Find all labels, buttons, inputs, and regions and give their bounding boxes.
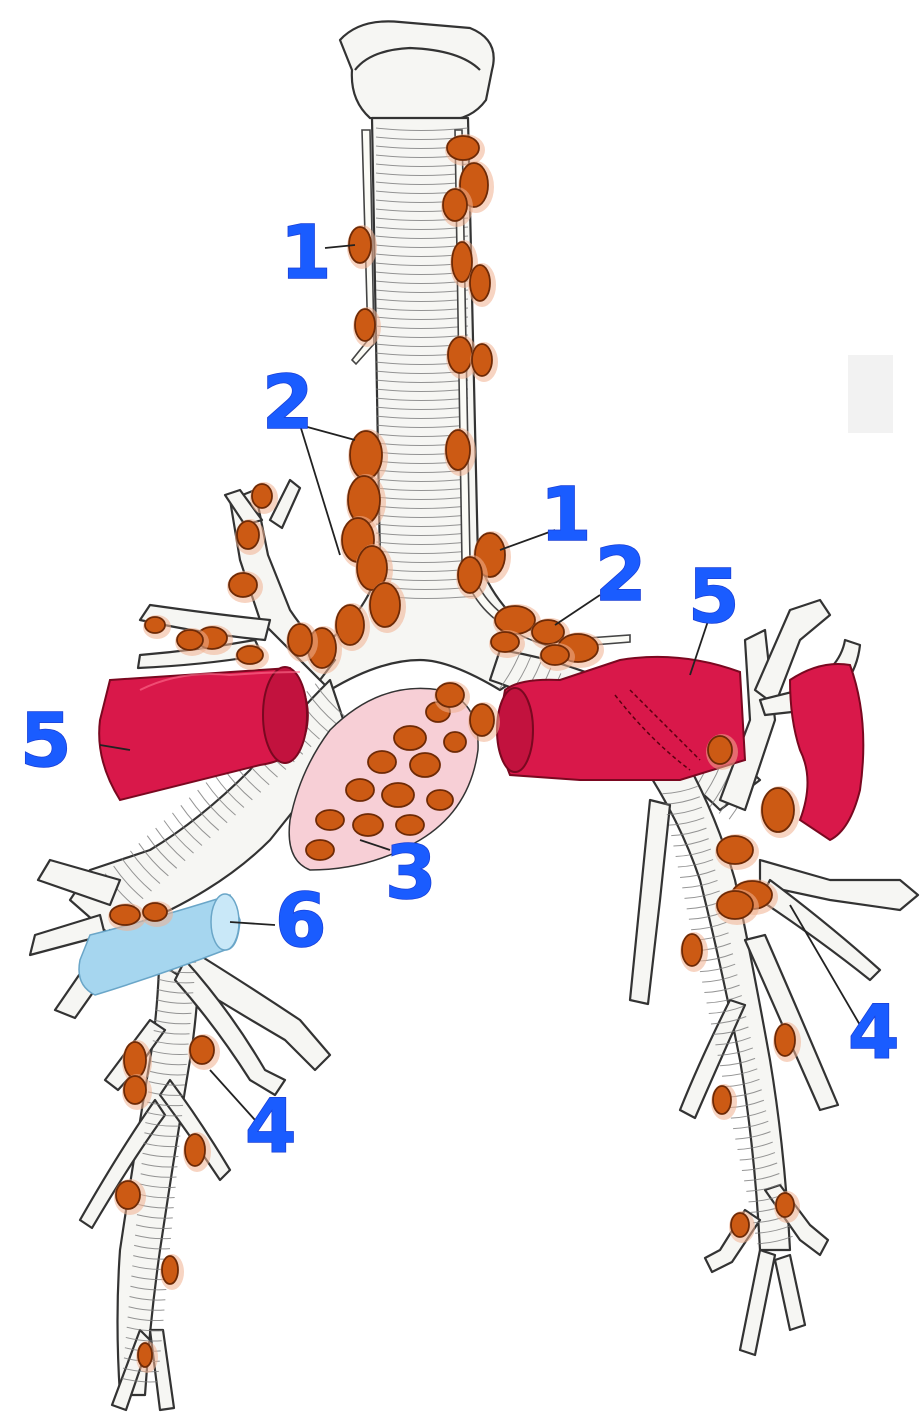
label-4-left: 4 bbox=[848, 990, 900, 1076]
lymph-node bbox=[762, 788, 794, 832]
label-6: 6 bbox=[275, 878, 327, 964]
lymph-node bbox=[185, 1134, 205, 1166]
lymph-node bbox=[541, 645, 569, 665]
lymph-node bbox=[350, 431, 382, 479]
lymph-node bbox=[446, 430, 470, 470]
lymph-node bbox=[731, 1213, 749, 1237]
lymph-node bbox=[713, 1086, 731, 1114]
lymph-node bbox=[448, 337, 472, 373]
label-1-right: 1 bbox=[280, 210, 332, 296]
lymph-node bbox=[162, 1256, 178, 1284]
label-2-right: 2 bbox=[262, 360, 314, 446]
label-3: 3 bbox=[385, 830, 437, 916]
lymph-node bbox=[470, 704, 494, 736]
lymph-node bbox=[470, 265, 490, 301]
lymph-node bbox=[237, 646, 263, 664]
lymph-node bbox=[145, 617, 165, 633]
lymph-node bbox=[110, 905, 140, 925]
subcarinal-lymph-node bbox=[353, 814, 383, 836]
subcarinal-lymph-node bbox=[427, 790, 453, 810]
lymph-node bbox=[472, 344, 492, 376]
lymph-node bbox=[336, 605, 364, 645]
label-1-left: 1 bbox=[540, 472, 592, 558]
lymph-node bbox=[452, 242, 472, 282]
lymph-node bbox=[491, 632, 519, 652]
label-2-left: 2 bbox=[595, 532, 647, 618]
lymph-node bbox=[443, 189, 467, 221]
lymph-node bbox=[447, 136, 479, 160]
lymph-node bbox=[116, 1181, 140, 1209]
lymph-node bbox=[177, 630, 203, 650]
subcarinal-lymph-node bbox=[444, 732, 466, 752]
lymph-node bbox=[717, 891, 753, 919]
lymph-node bbox=[237, 521, 259, 549]
subcarinal-lymph-node bbox=[382, 783, 414, 807]
lymph-node bbox=[229, 573, 257, 597]
trachea bbox=[300, 118, 560, 690]
subcarinal-lymph-node bbox=[368, 751, 396, 773]
scan-artifact bbox=[848, 355, 893, 433]
lymph-node bbox=[190, 1036, 214, 1064]
label-4-right: 4 bbox=[245, 1084, 297, 1170]
label-5-left: 5 bbox=[688, 554, 740, 640]
lymph-node bbox=[138, 1343, 152, 1367]
lymph-node bbox=[252, 484, 272, 508]
lymph-node bbox=[124, 1042, 146, 1078]
larynx-cartilage bbox=[340, 21, 494, 120]
subcarinal-lymph-node bbox=[394, 726, 426, 750]
lymph-node bbox=[288, 624, 312, 656]
lymph-node bbox=[717, 836, 753, 864]
lymph-node bbox=[124, 1076, 146, 1104]
lymph-node bbox=[775, 1024, 795, 1056]
subcarinal-lymph-node bbox=[410, 753, 440, 777]
lymph-node bbox=[458, 557, 482, 593]
lymph-node bbox=[436, 683, 464, 707]
label-5-right: 5 bbox=[20, 698, 72, 784]
lymph-node bbox=[682, 934, 702, 966]
subcarinal-lymph-node bbox=[306, 840, 334, 860]
lymph-node bbox=[776, 1193, 794, 1217]
lymph-node bbox=[495, 606, 535, 634]
subcarinal-lymph-node bbox=[316, 810, 344, 830]
subcarinal-lymph-node bbox=[346, 779, 374, 801]
lymph-node bbox=[532, 620, 564, 644]
lymph-node bbox=[143, 903, 167, 921]
lymph-node bbox=[355, 309, 375, 341]
lymph-node bbox=[708, 736, 732, 764]
lymph-node bbox=[370, 583, 400, 627]
